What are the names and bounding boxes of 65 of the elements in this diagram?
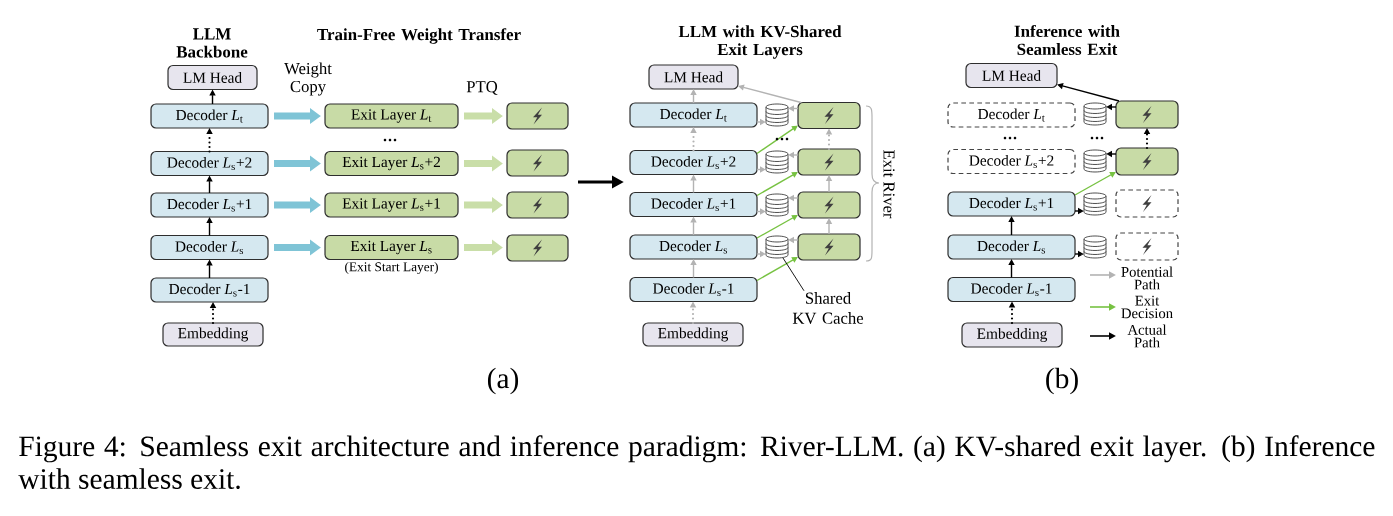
module-box: Embedding — [961, 322, 1063, 348]
arrow — [756, 215, 798, 239]
database-cylinder — [765, 150, 789, 174]
legend-label: Actual Path — [1127, 324, 1167, 348]
layer-box: Decoder L$_{s}$ — [947, 234, 1076, 260]
panel-heading: Train-Free Weight Transfer — [317, 28, 521, 44]
layer-box: Decoder L$_{s}$-1 — [629, 276, 758, 303]
arrow — [1008, 216, 1015, 236]
database-cylinder — [765, 235, 789, 259]
brace-label: Exit River — [883, 150, 895, 219]
legend-label: Potential Path — [1121, 266, 1173, 290]
module-box: Embedding — [642, 322, 744, 347]
database-cylinder — [765, 193, 789, 217]
arrow — [690, 259, 697, 279]
arrow — [756, 166, 766, 173]
arrow — [206, 217, 213, 237]
layer-box: Decoder L$_{t}$ — [947, 102, 1076, 128]
layer-box: Decoder L$_{s}$+1 — [947, 191, 1076, 217]
arrow — [756, 172, 798, 197]
annotation: PTQ — [466, 81, 498, 95]
panel-heading: Inference with Seamless Exit — [1014, 24, 1120, 56]
layer-box: Decoder L$_{s}$+1 — [629, 191, 758, 218]
arrow — [690, 127, 697, 152]
callout-text: Shared KV Cache — [792, 292, 864, 324]
layer-box: Exit Layer L$_{s}$ — [324, 234, 459, 261]
leader-line — [782, 257, 805, 292]
layer-box: Decoder L$_{t}$ — [629, 102, 758, 128]
layer-box: Decoder L$_{s}$+2 — [947, 148, 1076, 175]
panel-heading: LLM Backbone — [176, 28, 248, 58]
arrow — [756, 208, 766, 215]
layer-box: Decoder L$_{s}$ — [150, 234, 269, 261]
arrow — [1074, 172, 1116, 196]
layer-box: Exit Layer L$_{s}$+2 — [324, 150, 459, 177]
arrow — [756, 125, 798, 155]
database-cylinder — [1083, 235, 1107, 259]
layer-box: Exit Layer L$_{s}$+1 — [324, 192, 459, 218]
database-cylinder — [1083, 102, 1107, 126]
panel-label: (b) — [1046, 367, 1078, 395]
layer-box: Decoder L$_{s}$-1 — [947, 276, 1076, 303]
database-cylinder — [765, 103, 789, 127]
layer-box: Decoder L$_{s}$ — [629, 234, 758, 260]
arrow — [788, 105, 799, 112]
module-box: LM Head — [167, 64, 258, 91]
node-caption: (Exit Start Layer) — [345, 261, 438, 275]
arrow — [690, 89, 697, 104]
database-cylinder — [1083, 192, 1107, 216]
module-box: LM Head — [965, 62, 1058, 89]
layer-box: Exit Layer L$_{t}$ — [324, 103, 459, 129]
database-cylinder — [1083, 149, 1107, 173]
arrow — [1008, 259, 1015, 279]
layer-box: Decoder L$_{s}$-1 — [150, 277, 269, 303]
figure-caption: Figure 4: Seamless exit architecture and inference paradigm: River-LLM. (a) KV-shared exit layer. (b) Inference with seamless exit. — [18, 435, 1375, 490]
panel-heading: LLM with KV-Shared Exit Layers — [678, 25, 842, 59]
annotation: Weight Copy — [284, 62, 332, 96]
layer-box: Decoder L$_{s}$+1 — [150, 192, 269, 218]
arrow — [738, 84, 802, 104]
layer-box: Decoder L$_{s}$+2 — [629, 149, 758, 176]
arrow — [206, 128, 213, 153]
panel-label: (a) — [487, 367, 519, 395]
module-box: Embedding — [162, 322, 264, 347]
layer-box: Decoder L$_{s}$+2 — [150, 150, 269, 177]
layer-box: Decoder L$_{t}$ — [150, 103, 269, 129]
module-box: LM Head — [648, 64, 739, 90]
legend-label: Exit Decision — [1121, 295, 1173, 319]
arrow — [756, 257, 798, 282]
